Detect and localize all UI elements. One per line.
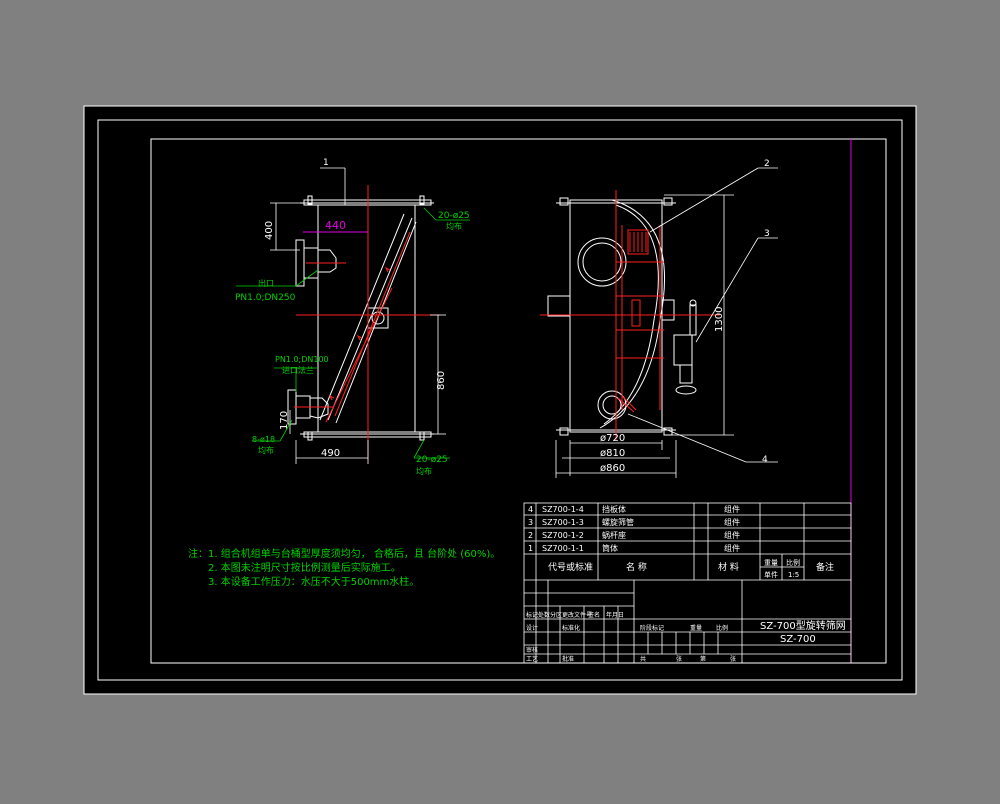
sig-label-zone: 分区 [550,611,562,619]
sig-label-mark: 标记 [526,611,538,619]
scale-single: 单件 [764,570,778,579]
sheet-no-label: 第 [700,655,706,663]
callout-holes-bottom: 20-ø25 [416,455,448,465]
outer-border [97,119,903,681]
callout-holes-bottom-sub: 均布 [416,466,432,476]
dim-440: 440 [325,219,346,232]
part-name-4: 挡板体 [602,504,626,514]
title-block-grid [523,502,852,664]
drawing-no: SZ-700 [780,634,816,645]
callout-bolt-holes: 8-ø18 [252,435,275,444]
sig-label-review: 审核 [526,646,538,654]
side-view-red [294,185,440,460]
part-code-2: SZ700-1-2 [542,531,584,540]
callout-leaders [236,207,470,459]
dim-860: 860 [436,371,447,390]
part-material-2: 组件 [724,530,740,540]
sig-label-doc: 更改文件号 [562,611,592,619]
signature-labels: 标记 处数 分区 更改文件号 签名 年月日 设计 标准化 阶段标记 重量 比例 … [526,611,736,663]
svg-text:4: 4 [528,505,533,514]
part-material-1: 组件 [724,543,740,553]
part-code-1: SZ700-1-1 [542,544,584,553]
front-view-screen [540,190,720,440]
sig-label-process: 工艺 [526,655,538,663]
dim-phi860: ø860 [600,463,625,474]
header-name: 名 称 [626,561,647,573]
leader-label-4: 4 [762,455,768,465]
leader-label-1: 1 [323,158,329,168]
sheet-total-label: 共 [640,655,646,663]
sheet-unit-label: 张 [676,655,682,663]
header-weight: 重量 [764,559,778,567]
callout-holes-top-sub: 均布 [446,221,462,231]
callout-bolt-holes-sub: 均布 [258,445,274,455]
callout-holes-top: 20-ø25 [438,211,470,221]
svg-text:1: 1 [528,544,533,553]
part-material-3: 组件 [724,517,740,527]
dim-170: 170 [279,411,290,430]
svg-text:2: 2 [528,531,533,540]
header-scale: 比例 [786,558,800,567]
side-view [287,195,434,441]
sheet-unit2-label: 张 [730,655,736,663]
sig-label-sign: 签名 [588,611,600,619]
inner-frame [150,138,887,664]
sig-label-design: 设计 [526,624,538,632]
part-name-2: 蜗杆座 [602,530,626,540]
sig-label-weight: 重量 [690,624,702,632]
part-name-1: 筒体 [602,543,618,553]
part-name-3: 螺旋筛管 [602,517,634,527]
dim-phi720: ø720 [600,433,625,444]
sig-label-stage: 阶段标记 [640,624,664,632]
svg-text:3: 3 [528,518,533,527]
scale-value: 1:5 [788,571,799,579]
sig-label-standard: 标准化 [562,624,580,632]
note-line-3: 3. 本设备工作压力：水压不大于500mm水柱。 [208,575,419,588]
note-line-1: 注：1. 组合机组单与台桶型厚度须均匀， 合格后，且 台阶处 (60%)。 [188,547,500,560]
sig-label-scale: 比例 [716,624,728,632]
callout-outlet-flange: PN1.0;DN250 [235,293,296,303]
sig-label-date: 年月日 [606,611,624,619]
part-code-3: SZ700-1-3 [542,518,584,527]
header-remark: 备注 [816,561,834,573]
dim-phi810: ø810 [600,448,625,459]
callout-inlet-sub: 进口法兰 [282,365,314,375]
header-material: 材 料 [718,561,739,573]
parts-header: 代号或标准 名 称 材 料 重量 比例 备注 单件 1:5 [548,558,834,579]
leader-label-2: 2 [764,159,770,169]
leader-label-3: 3 [764,229,770,239]
dim-1300: 1300 [714,307,725,332]
callout-outlet-sub: 出口 [258,278,274,288]
parts-list: SZ700-1-4 挡板体 组件 SZ700-1-3 螺旋筛管 组件 SZ700… [528,504,740,553]
dim-490: 490 [321,448,340,459]
sig-label-approve: 批准 [562,655,574,663]
product-name: SZ-700型旋转筛网 [760,619,846,632]
callout-inlet-flange: PN1.0;DN100 [275,355,329,364]
side-view-dims [270,167,446,464]
paper-sheet [83,105,917,695]
part-material-4: 组件 [724,504,740,514]
front-view-dims [555,167,778,478]
part-code-4: SZ700-1-4 [542,505,584,514]
dim-400: 400 [264,221,275,240]
header-code: 代号或标准 [548,561,593,573]
sig-label-count: 处数 [538,611,550,619]
note-line-2: 2. 本图未注明尺寸按比例测量后实际施工。 [208,561,401,574]
